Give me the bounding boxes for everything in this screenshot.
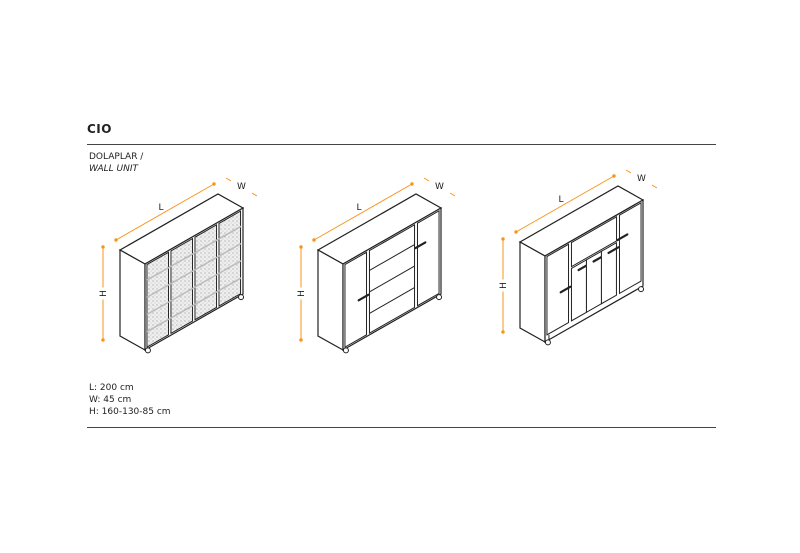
dim-dot (101, 245, 105, 249)
length-label: L (356, 203, 361, 213)
dim-dot (114, 238, 118, 242)
dim-dot (212, 182, 216, 186)
height-label: H (99, 290, 109, 297)
height-label-bg (98, 287, 108, 300)
foot (144, 347, 151, 354)
foot (436, 294, 443, 301)
dim-dot (514, 230, 518, 234)
dim-dot (299, 338, 303, 342)
width-dim-line (225, 177, 232, 182)
height-label: H (297, 290, 307, 297)
category-en: WALL UNIT (89, 164, 138, 174)
glass-door (194, 223, 218, 321)
lower-door-handle (607, 246, 620, 255)
right-door (618, 201, 642, 295)
width-dim-line (625, 169, 632, 174)
top-divider (87, 144, 716, 145)
glass-door (218, 210, 242, 307)
dim-dot (299, 245, 303, 249)
foot (638, 286, 645, 293)
dim-dot (410, 182, 414, 186)
shelf (369, 287, 415, 314)
width-label: W (637, 174, 646, 184)
right-door (416, 209, 440, 307)
dimension-specs: L: 200 cm W: 45 cm H: 160-130-85 cm (89, 382, 171, 418)
dim-dot (101, 338, 105, 342)
spec-width: W: 45 cm (89, 395, 132, 405)
dim-dot (501, 330, 505, 334)
right-handle (616, 233, 629, 242)
left-door (344, 251, 368, 349)
spec-length: L: 200 cm (89, 383, 134, 393)
width-dim-line (251, 192, 258, 197)
left-handle (357, 293, 370, 302)
glass-door (146, 251, 170, 349)
width-dim-line (651, 184, 658, 189)
open-niche (570, 215, 618, 268)
shelf (369, 244, 415, 271)
spec-height: H: 160-130-85 cm (89, 407, 171, 417)
length-label: L (558, 195, 563, 205)
glass-shelf (146, 277, 242, 333)
category-label: DOLAPLAR / WALL UNIT (89, 151, 143, 175)
length-dim-line (515, 175, 615, 233)
foot (238, 294, 245, 301)
glass-shelf (146, 225, 242, 281)
glass-door (170, 237, 194, 335)
dim-dot (312, 238, 316, 242)
foot (342, 347, 349, 354)
left-handle (559, 285, 572, 294)
dim-dot (612, 174, 616, 178)
left-door (546, 243, 570, 336)
category-tr: DOLAPLAR / (89, 152, 144, 162)
glass-shelf (146, 242, 242, 298)
height-label: H (499, 282, 509, 289)
dim-dot (501, 237, 505, 241)
length-dim-line (313, 183, 413, 241)
width-label: W (237, 182, 246, 192)
length-label: L (158, 203, 163, 213)
cabinet-side (519, 240, 546, 344)
foot (544, 339, 551, 346)
width-dim-line (423, 177, 430, 182)
glass-shelf (146, 260, 242, 316)
cabinet-drawing-1: L W H (98, 177, 258, 354)
right-handle (414, 241, 427, 250)
width-label: W (435, 182, 444, 192)
bottom-divider (87, 427, 716, 428)
cabinet-drawing-3: L W H (498, 169, 658, 346)
cabinet-drawing-2: L W H (296, 177, 456, 354)
height-label-bg (296, 287, 306, 300)
cabinet-side (317, 248, 344, 352)
height-label-bg (498, 279, 508, 292)
cabinet-side (119, 248, 146, 352)
shelf (369, 265, 415, 293)
width-dim-line (449, 192, 456, 197)
lower-door (600, 241, 617, 305)
product-title: CIO (87, 122, 112, 136)
length-dim-line (115, 183, 215, 241)
